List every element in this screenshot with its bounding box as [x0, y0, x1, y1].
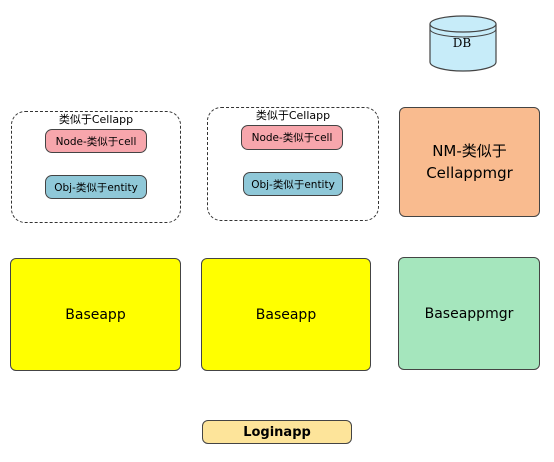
cellapp-group-1: 类似于Cellapp Node-类似于cell Obj-类似于entity [11, 111, 181, 223]
baseapp-box-1: Baseapp [10, 258, 181, 371]
db-cylinder-icon [429, 15, 497, 72]
obj-chip: Obj-类似于entity [243, 172, 343, 196]
node-chip: Node-类似于cell [241, 125, 343, 150]
node-chip: Node-类似于cell [45, 129, 147, 153]
baseappmgr-box: Baseappmgr [398, 257, 540, 370]
loginapp-box: Loginapp [202, 420, 352, 444]
cellapp-group-title: 类似于Cellapp [58, 113, 134, 126]
baseapp-box-2: Baseapp [201, 258, 371, 371]
nodemanager-line1: NM-类似于 [432, 142, 507, 160]
cellapp-group-title: 类似于Cellapp [255, 109, 331, 122]
db-label: DB [452, 36, 472, 50]
obj-chip: Obj-类似于entity [45, 175, 147, 199]
nodemanager-line2: Cellappmgr [426, 164, 513, 182]
nodemanager-box: NM-类似于 Cellappmgr [399, 107, 540, 217]
cellapp-group-2: 类似于Cellapp Node-类似于cell Obj-类似于entity [207, 107, 379, 221]
